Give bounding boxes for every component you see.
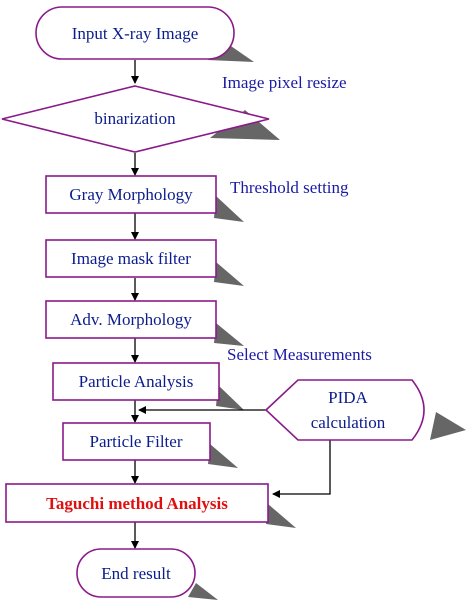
image-mask-filter-shadow	[214, 262, 244, 286]
adv-morphology-label: Adv. Morphology	[70, 310, 192, 329]
end-label: End result	[101, 564, 171, 583]
end-shadow	[188, 583, 218, 600]
particle-analysis-node	[52, 362, 220, 401]
taguchi-shadow	[266, 504, 296, 528]
taguchi-label: Taguchi method Analysis	[46, 494, 228, 513]
pida-shadow	[430, 412, 466, 440]
arrow-pida-to-taguchi	[272, 440, 331, 498]
binarization-node	[1, 85, 270, 153]
binarization-label: binarization	[94, 109, 176, 128]
image-mask-filter-label: Image mask filter	[71, 249, 191, 268]
adv-morphology-node	[45, 300, 217, 339]
pida-label-line2: calculation	[311, 413, 386, 432]
particle-filter-node	[62, 422, 211, 461]
gray-morphology-label: Gray Morphology	[69, 185, 193, 204]
particle-filter-label: Particle Filter	[89, 432, 182, 451]
input-node	[35, 6, 235, 60]
annotation-select-measurements: Select Measurements	[227, 345, 372, 364]
annotation-threshold-setting: Threshold setting	[230, 178, 349, 197]
image-mask-filter-node	[45, 239, 217, 278]
input-label: Input X-ray Image	[72, 24, 199, 43]
taguchi-node	[5, 483, 269, 523]
particle-analysis-shadow	[216, 385, 244, 410]
particle-filter-shadow	[208, 444, 238, 468]
input-shadow	[208, 44, 254, 62]
adv-morphology-shadow	[214, 323, 244, 346]
pida-label-line1: PIDA	[328, 388, 368, 407]
particle-analysis-label: Particle Analysis	[79, 372, 194, 391]
pida-node	[264, 379, 425, 441]
annotation-image-pixel-resize: Image pixel resize	[222, 73, 347, 92]
end-node	[76, 548, 196, 598]
gray-morphology-node	[45, 175, 217, 214]
gray-morphology-shadow	[214, 196, 244, 222]
